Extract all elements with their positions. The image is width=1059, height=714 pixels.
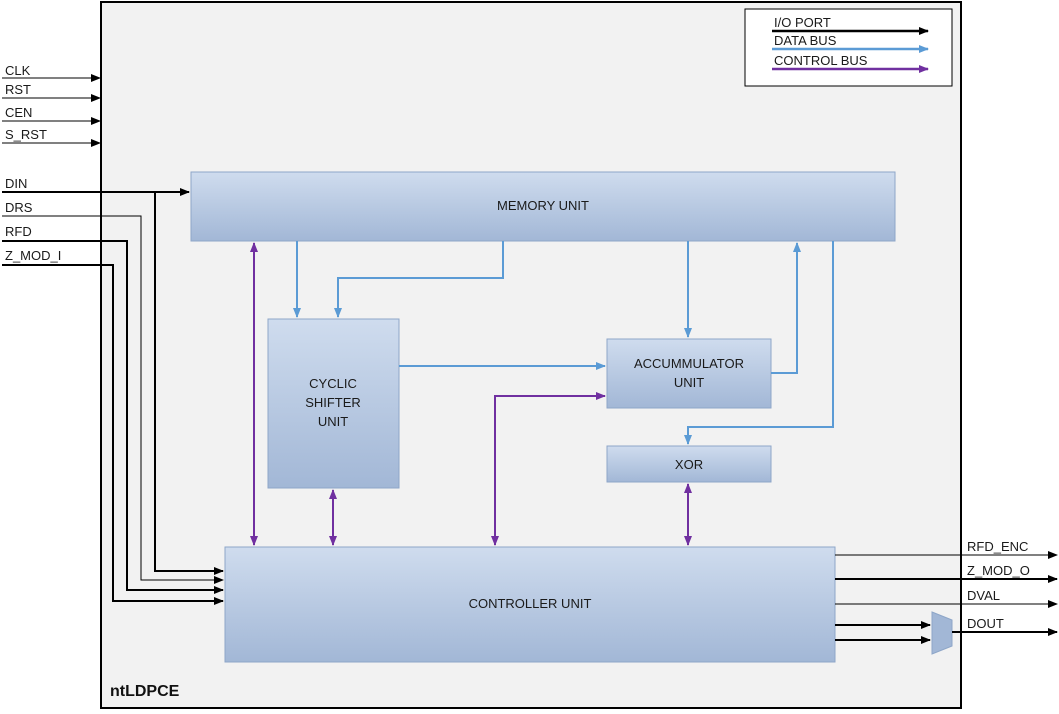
din-to-controller xyxy=(154,192,224,575)
cyclic-label-2: SHIFTER xyxy=(305,395,361,410)
input-ports xyxy=(2,74,224,605)
legend-io-label: I/O PORT xyxy=(774,15,831,30)
rst-label: RST xyxy=(5,82,31,97)
accum-label-1: ACCUMMULATOR xyxy=(634,356,744,371)
memory-unit: MEMORY UNIT xyxy=(190,171,896,242)
cen-label: CEN xyxy=(5,105,32,120)
module-title: ntLDPCE xyxy=(110,683,180,700)
cyclic-label-1: CYCLIC xyxy=(309,376,357,391)
rfd-enc-label: RFD_ENC xyxy=(967,539,1028,554)
data-mem-to-cyclic-2 xyxy=(334,241,504,318)
data-accum-to-mem xyxy=(771,242,801,374)
cyclic-label-3: UNIT xyxy=(318,414,348,429)
legend-control-label: CONTROL BUS xyxy=(774,53,868,68)
z-mod-i-label: Z_MOD_I xyxy=(5,248,61,263)
din-label: DIN xyxy=(5,176,27,191)
z-mod-i-port xyxy=(2,264,224,605)
drs-label: DRS xyxy=(5,200,33,215)
controller-unit-label: CONTROLLER UNIT xyxy=(469,596,592,611)
accum-label-2: UNIT xyxy=(674,375,704,390)
xor-label: XOR xyxy=(675,457,703,472)
cyclic-shifter-unit: CYCLIC SHIFTER UNIT xyxy=(267,318,400,489)
rfd-port xyxy=(2,240,224,594)
memory-unit-label: MEMORY UNIT xyxy=(497,198,589,213)
z-mod-o-label: Z_MOD_O xyxy=(967,563,1030,578)
drs-port xyxy=(2,215,224,584)
controller-unit: CONTROLLER UNIT xyxy=(224,546,836,663)
control-bus xyxy=(250,242,692,546)
rfd-label: RFD xyxy=(5,224,32,239)
output-mux xyxy=(931,611,953,655)
data-mem-to-xor xyxy=(684,241,834,445)
ctrl-controller-accum xyxy=(491,392,606,546)
legend-data-label: DATA BUS xyxy=(774,33,837,48)
accumulator-unit: ACCUMMULATOR UNIT xyxy=(606,338,772,409)
dval-label: DVAL xyxy=(967,588,1000,603)
xor-unit: XOR xyxy=(606,445,772,483)
s-rst-label: S_RST xyxy=(5,127,47,142)
clk-label: CLK xyxy=(5,63,31,78)
data-bus xyxy=(293,241,834,445)
legend: I/O PORT DATA BUS CONTROL BUS xyxy=(744,8,953,87)
dout-label: DOUT xyxy=(967,616,1004,631)
output-ports xyxy=(835,551,1058,644)
